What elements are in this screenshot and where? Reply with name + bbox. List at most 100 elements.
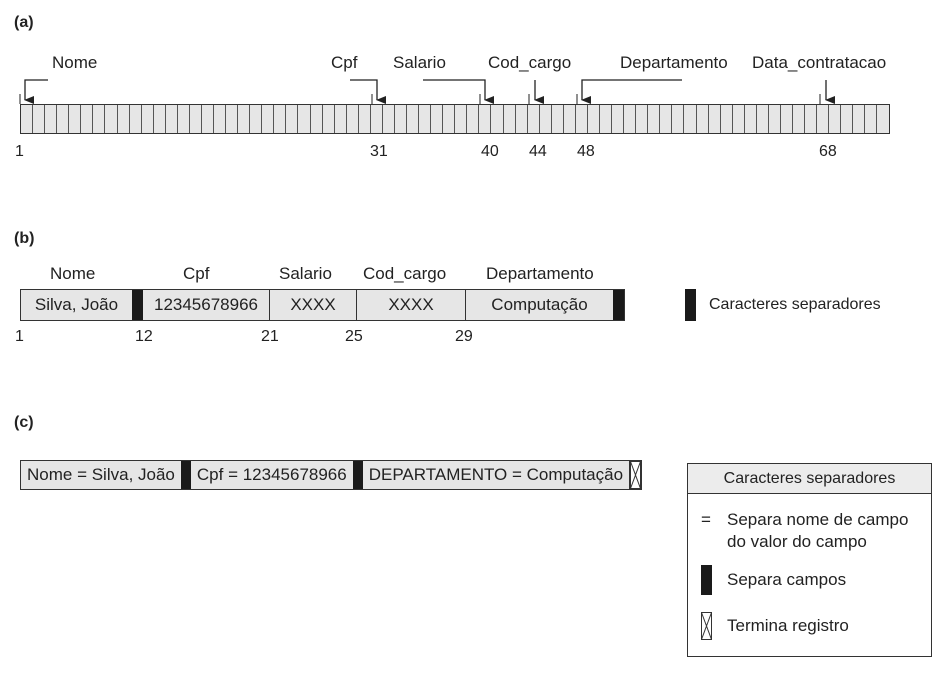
b-legend-label: Caracteres separadores — [709, 296, 881, 313]
section-b-label: (b) — [14, 230, 35, 247]
b-field-name-salario: Salario — [279, 264, 332, 283]
byte-cell — [190, 105, 202, 133]
byte-cell — [202, 105, 214, 133]
c-field-separator — [180, 461, 191, 489]
byte-cell — [262, 105, 275, 133]
byte-cell — [829, 105, 842, 133]
value-nome: Silva, João — [34, 295, 119, 314]
byte-cell — [552, 105, 564, 133]
byte-cell — [142, 105, 154, 133]
byte-cell — [407, 105, 420, 133]
byte-cell — [540, 105, 552, 133]
b-field-name-departamento: Departamento — [486, 264, 594, 283]
variable-length-record: Silva, João 12345678966 XXXX XXXX Comput… — [20, 289, 625, 321]
legend-equals-desc-line2: do valor do campo — [727, 532, 867, 551]
byte-cell — [57, 105, 70, 133]
b-field-name-cpf: Cpf — [183, 264, 210, 283]
value-cpf: 12345678966 — [153, 295, 258, 314]
byte-cell — [781, 105, 793, 133]
byte-cell — [467, 105, 480, 133]
byte-cell — [817, 105, 830, 133]
byte-cell — [154, 105, 166, 133]
byte-cell — [118, 105, 130, 133]
value-salario: XXXX — [269, 290, 356, 320]
byte-cell — [250, 105, 263, 133]
field-label-cpf: Cpf — [331, 53, 358, 72]
c-field-departamento: DEPARTAMENTO = Computação — [368, 465, 624, 484]
byte-cell — [359, 105, 371, 133]
byte-cell — [769, 105, 781, 133]
byte-cell — [347, 105, 359, 133]
field-separator — [132, 290, 143, 320]
byte-cell — [69, 105, 82, 133]
value-departamento: Computação — [465, 290, 613, 320]
byte-cell — [286, 105, 299, 133]
position-31: 31 — [370, 143, 388, 160]
byte-cell — [33, 105, 46, 133]
self-describing-record: Nome = Silva, João Cpf = 12345678966 DEP… — [20, 460, 643, 490]
legend-equals-desc-line1: Separa nome de campo — [727, 510, 909, 529]
field-label-cod-cargo: Cod_cargo — [488, 53, 572, 72]
byte-cell — [721, 105, 733, 133]
byte-cell — [311, 105, 323, 133]
byte-cell — [564, 105, 576, 133]
byte-cell — [865, 105, 878, 133]
value-cod-cargo: XXXX — [356, 290, 465, 320]
legend-separator-swatch — [701, 565, 712, 595]
c-field-cpf: Cpf = 12345678966 — [196, 465, 347, 484]
byte-cell — [684, 105, 697, 133]
byte-cell — [624, 105, 637, 133]
field-label-nome: Nome — [52, 53, 98, 72]
byte-cell — [660, 105, 673, 133]
b-position-25: 25 — [345, 328, 363, 345]
position-40: 40 — [481, 143, 499, 160]
arrow-cpf — [350, 79, 386, 104]
b-position-29: 29 — [455, 328, 473, 345]
byte-cell — [709, 105, 721, 133]
b-position-1: 1 — [15, 328, 24, 345]
byte-cell — [697, 105, 709, 133]
field-separator-end — [613, 290, 624, 320]
arrow-nome — [24, 79, 48, 104]
byte-cell — [612, 105, 625, 133]
c-field-separator — [352, 461, 363, 489]
byte-cell — [45, 105, 58, 133]
legend-terminator-desc: Termina registro — [727, 616, 849, 635]
b-field-name-cod-cargo: Cod_cargo — [363, 264, 447, 283]
byte-cell — [214, 105, 227, 133]
byte-cell — [805, 105, 818, 133]
byte-cell — [757, 105, 769, 133]
byte-cell — [238, 105, 251, 133]
byte-cell — [491, 105, 504, 133]
byte-cell — [516, 105, 528, 133]
byte-cell — [298, 105, 311, 133]
section-a-label: (a) — [14, 14, 34, 31]
byte-cell — [877, 105, 888, 133]
byte-cell — [274, 105, 287, 133]
fixed-length-cell-strip — [20, 104, 890, 134]
byte-cell — [431, 105, 444, 133]
byte-cell — [733, 105, 745, 133]
b-position-12: 12 — [135, 328, 153, 345]
byte-cell — [648, 105, 661, 133]
byte-cell — [130, 105, 142, 133]
byte-cell — [335, 105, 347, 133]
b-field-name-nome: Nome — [50, 264, 96, 283]
separator-legend: Caracteres separadores = Separa nome de … — [687, 463, 932, 657]
b-legend-separator-swatch — [685, 289, 696, 321]
byte-cell — [528, 105, 540, 133]
byte-cell — [371, 105, 383, 133]
byte-cell — [455, 105, 468, 133]
byte-cell — [166, 105, 178, 133]
byte-cell — [383, 105, 395, 133]
field-pointer-arrows — [19, 79, 835, 104]
byte-cell — [419, 105, 432, 133]
byte-cell — [93, 105, 106, 133]
position-1: 1 — [15, 143, 24, 160]
byte-cell — [323, 105, 335, 133]
legend-title: Caracteres separadores — [688, 464, 931, 494]
byte-cell — [504, 105, 516, 133]
byte-cell — [105, 105, 118, 133]
byte-cell — [226, 105, 239, 133]
byte-cell — [443, 105, 456, 133]
